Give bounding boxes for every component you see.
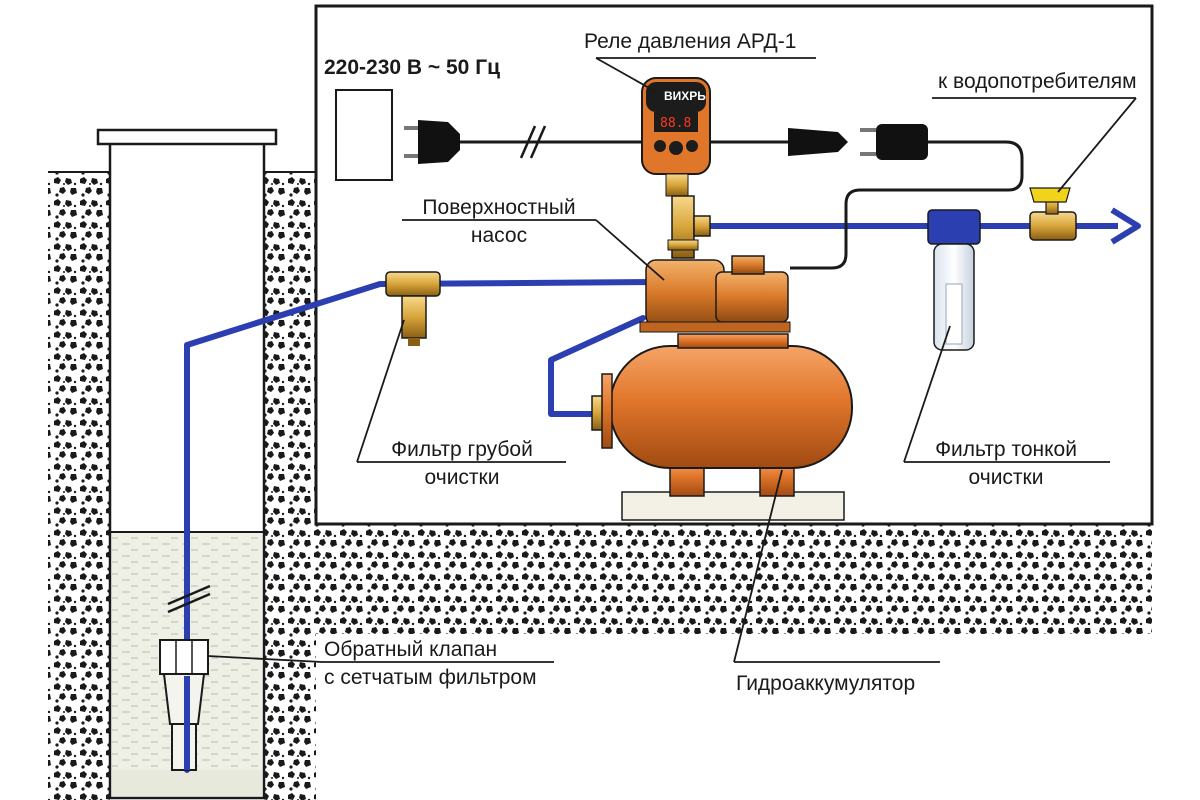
coarse-filter (385, 271, 441, 346)
soil-middle (264, 172, 316, 800)
ball-valve (1029, 187, 1077, 241)
soil-under-house (316, 524, 1152, 634)
fine-filter (927, 209, 981, 351)
wall-socket (335, 89, 393, 181)
check-valve (159, 639, 209, 771)
coarse-filter-label-line2: очистки (424, 466, 500, 489)
voltage-label: 220-230 В ~ 50 Гц (324, 56, 501, 79)
coarse-filter-label-line1: Фильтр грубой (391, 438, 533, 461)
check-valve-label-line2: с сетчатым фильтром (324, 666, 537, 689)
pipe-break-mark (167, 584, 211, 614)
pump-label-line1: Поверхностный (422, 196, 576, 219)
relay-display-digits: 88.8 (660, 116, 691, 131)
relay-brand-label: ВИХРЬ (664, 89, 706, 103)
relay-label: Реле давления АРД-1 (584, 30, 797, 53)
power-cable (404, 120, 642, 164)
accumulator-label: Гидроаккумулятор (736, 672, 916, 695)
pump-cable (706, 124, 1024, 270)
hydro-accumulator (591, 333, 853, 521)
soil-left (48, 172, 110, 800)
pump-label-line2: насос (470, 224, 528, 247)
consumers-label: к водопотребителям (938, 70, 1137, 93)
fine-filter-label-line1: Фильтр тонкой (935, 438, 1077, 461)
outlet-arrow (1110, 207, 1141, 245)
surface-pump (639, 255, 791, 333)
fine-filter-label-line2: очистки (968, 466, 1044, 489)
leader-lines (207, 57, 1137, 663)
brass-tee-fitting (667, 195, 711, 259)
pressure-relay (641, 77, 711, 197)
check-valve-label-line1: Обратный клапан (324, 638, 498, 661)
